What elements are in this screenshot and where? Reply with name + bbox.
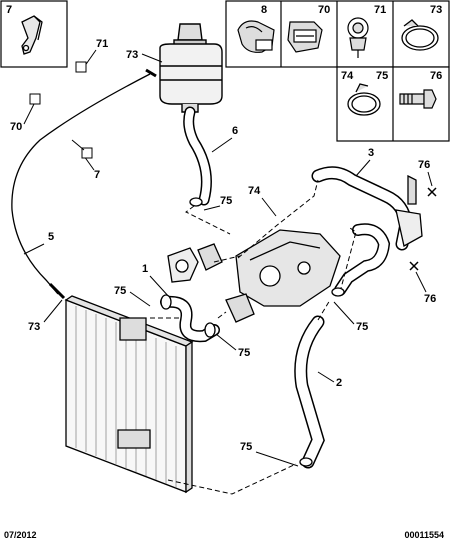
- clip-70-marker: [29, 93, 41, 105]
- clip-8-icon: [237, 20, 275, 53]
- expansion-tank: [159, 23, 223, 113]
- callout-70-line: 70: [10, 121, 22, 133]
- clip-71-icon: [347, 17, 369, 58]
- callout-75-d: 75: [356, 321, 368, 333]
- radiator: [64, 295, 194, 494]
- callout-5: 5: [48, 231, 54, 243]
- callout-1: 1: [142, 263, 148, 275]
- clip-7-marker: [81, 147, 93, 159]
- bolt-76-icon: [399, 89, 437, 109]
- bleed-pipe-5: [11, 68, 157, 300]
- callout-74-diagram: 74: [248, 185, 261, 197]
- callout-76-b: 76: [424, 293, 436, 305]
- bolt-76-top-marker: [427, 187, 437, 197]
- callout-74-box: 74: [341, 70, 354, 82]
- hose-3: [311, 166, 423, 296]
- footer-date: 07/2012: [4, 530, 37, 540]
- callout-71-box: 71: [374, 4, 386, 16]
- callout-3: 3: [368, 147, 374, 159]
- callout-8: 8: [261, 4, 267, 16]
- parts-grid: [225, 0, 450, 142]
- callout-75-a: 75: [220, 195, 232, 207]
- callout-75-b: 75: [114, 285, 126, 297]
- spring-clamp-icon: [347, 83, 381, 116]
- hose-clamp-73-icon: [401, 19, 439, 51]
- clamp-rings: [160, 197, 345, 467]
- callout-6: 6: [232, 125, 238, 137]
- callout-73-box: 73: [430, 4, 442, 16]
- clip-70-icon: [287, 21, 323, 53]
- callout-2: 2: [336, 377, 342, 389]
- thermostat-housing: [167, 229, 341, 323]
- bolt-76-bottom-marker: [409, 261, 419, 271]
- bracket-clip-icon: [21, 15, 43, 55]
- callout-73-bottom: 73: [28, 321, 40, 333]
- callout-76-box: 76: [430, 70, 442, 82]
- callout-76-a: 76: [418, 159, 430, 171]
- callout-70-box: 70: [318, 4, 330, 16]
- callout-7-line: 7: [94, 169, 100, 181]
- parts-box-7: 7: [0, 0, 68, 68]
- callout-71-line: 71: [96, 38, 108, 50]
- callout-7-box: 7: [6, 4, 12, 16]
- clip-71-marker: [75, 61, 87, 73]
- connection-dashes: [150, 179, 357, 495]
- callout-73-tank: 73: [126, 49, 138, 61]
- callout-75-e: 75: [240, 441, 252, 453]
- callout-75-box: 75: [376, 70, 388, 82]
- footer-reference: 00011554: [404, 530, 444, 540]
- callout-75-c: 75: [238, 347, 250, 359]
